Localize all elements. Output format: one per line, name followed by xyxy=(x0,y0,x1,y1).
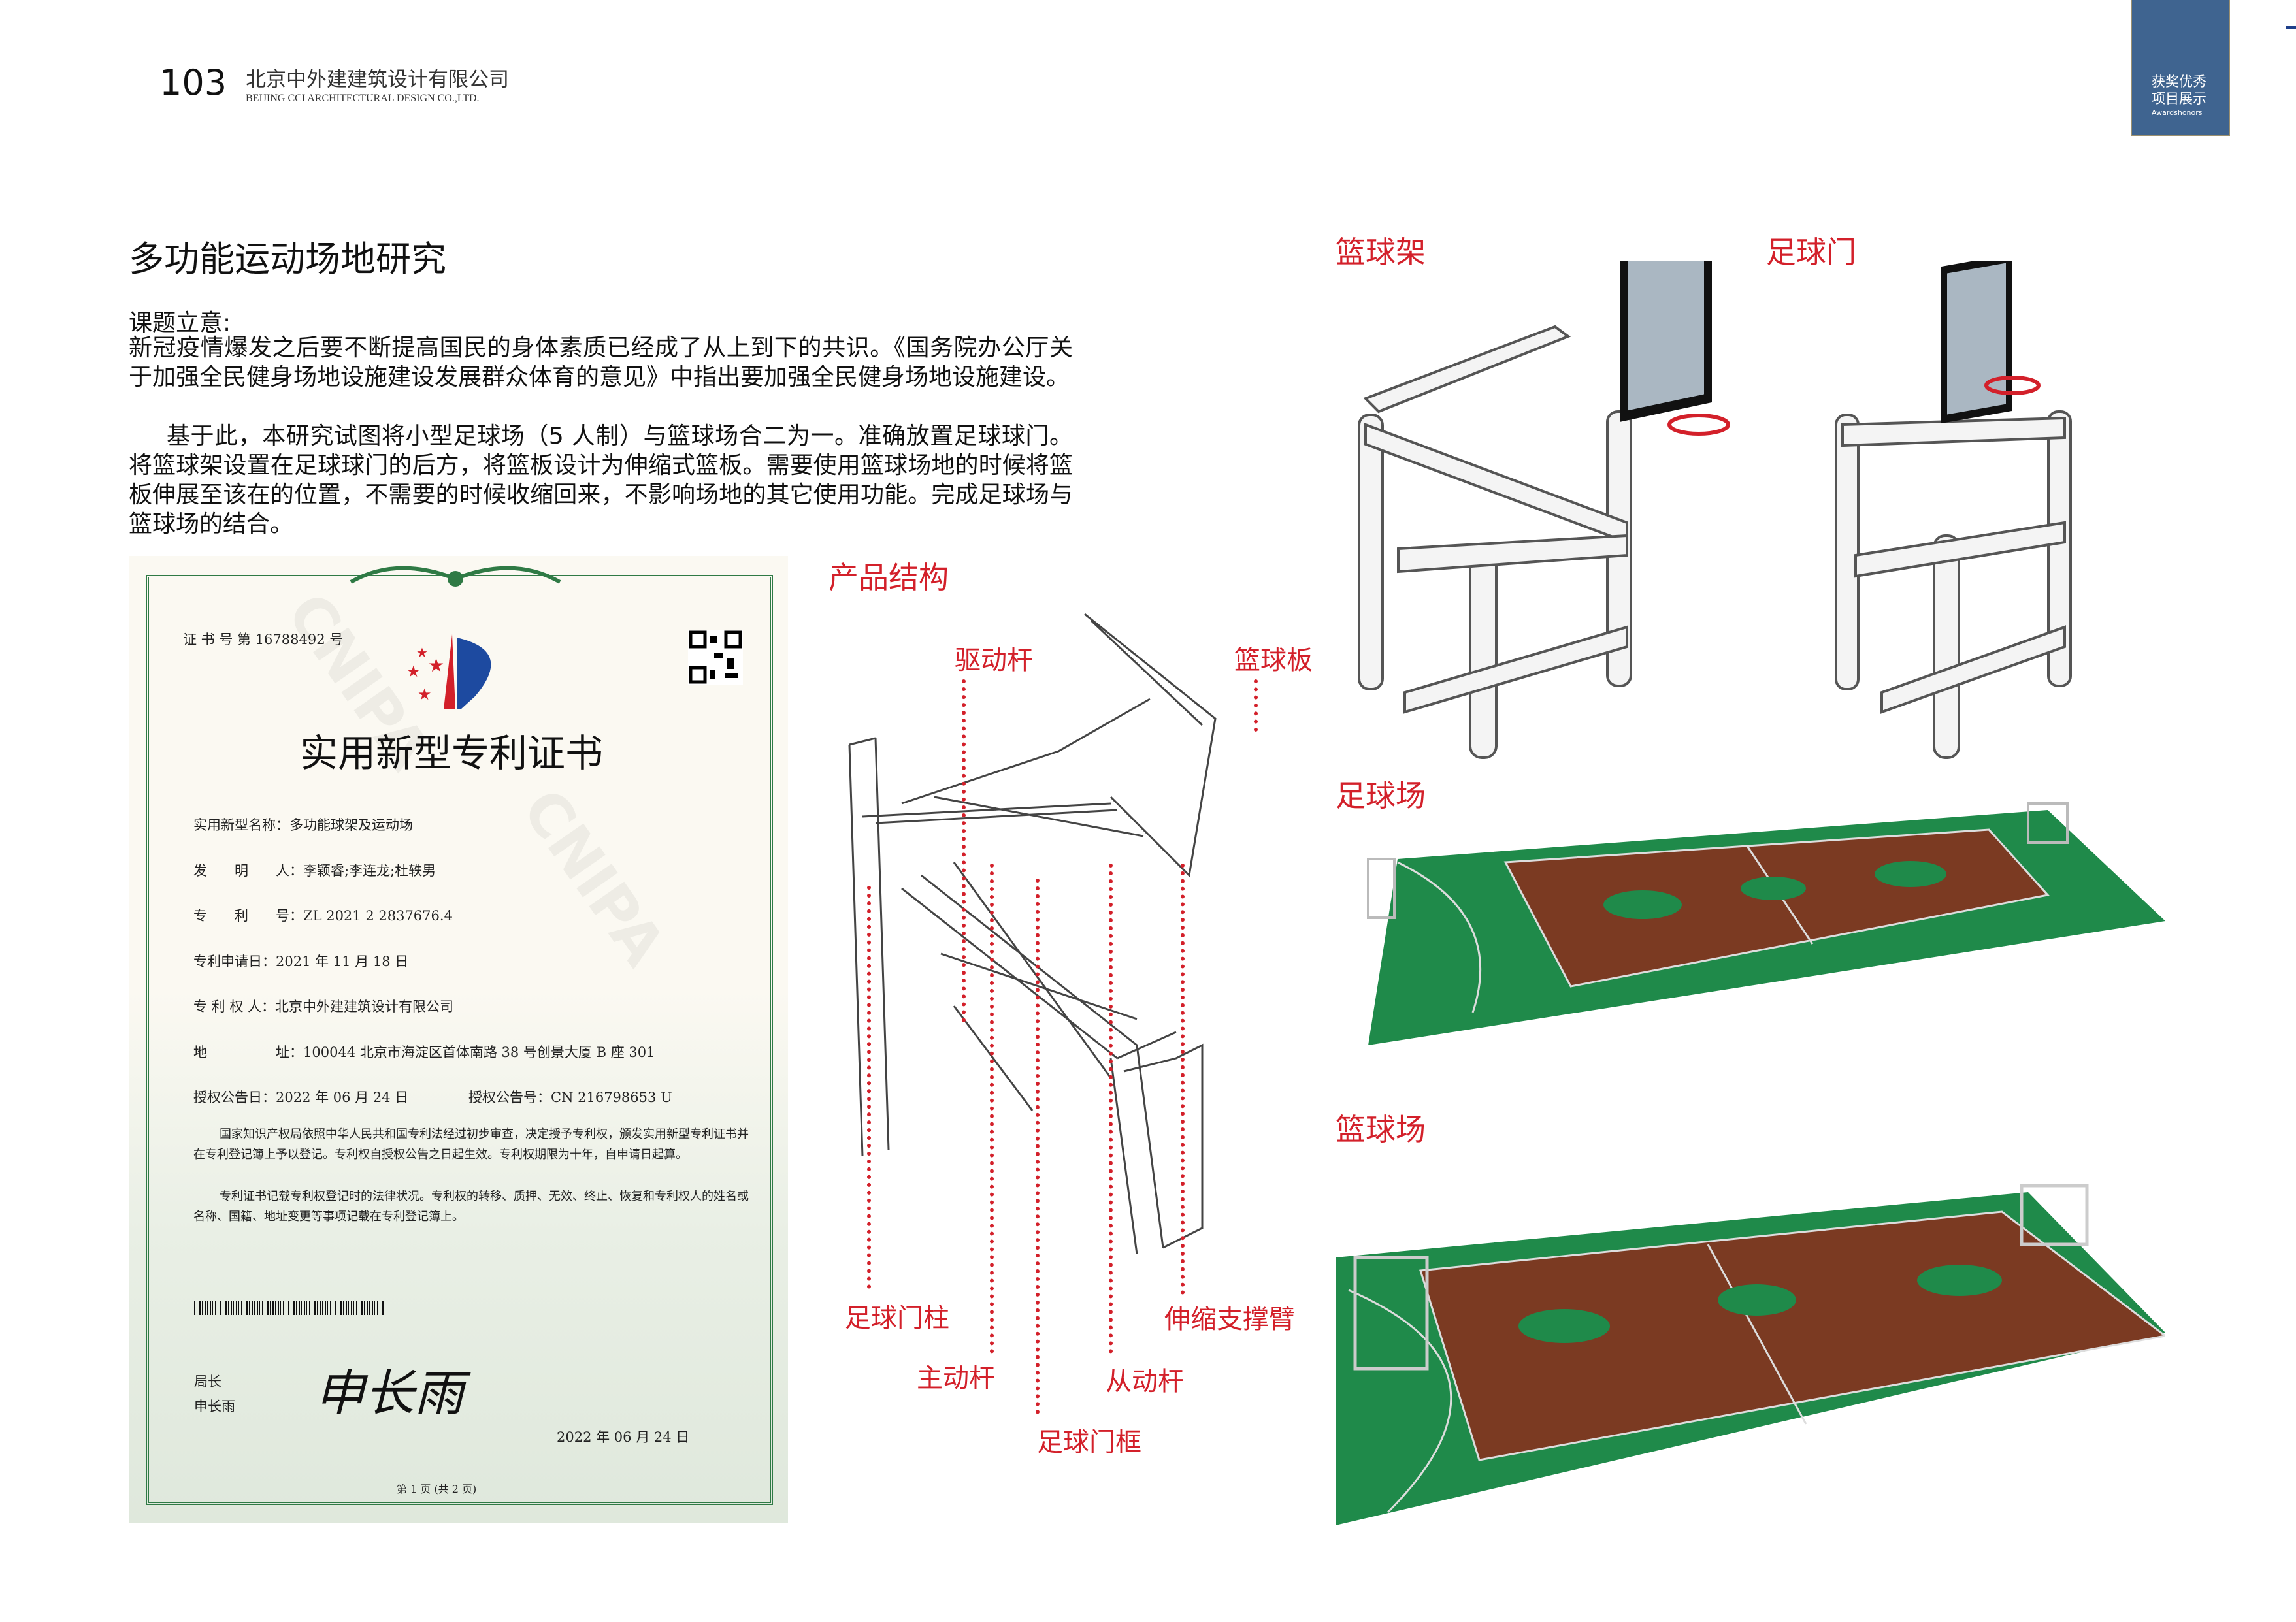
section-soccer-field: 足球场 xyxy=(1336,778,1426,813)
field-pub-no: 授权公告号：CN 216798653 U xyxy=(468,1090,672,1105)
field-address: 地 址：100044 北京市海淀区首体南路 38 号创景大厦 B 座 301 xyxy=(193,1045,655,1060)
company-name-cn: 北京中外建建筑设计有限公司 xyxy=(246,68,509,91)
label-active-rod: 主动杆 xyxy=(917,1363,995,1393)
company-name-en: BEIJING CCI ARCHITECTURAL DESIGN CO.,LTD… xyxy=(246,93,480,104)
field-grant-date: 授权公告日：2022 年 06 月 24 日 xyxy=(193,1090,409,1105)
basketball-court-render xyxy=(1336,1184,2165,1525)
field-inventors: 发 明 人：李颖睿;李连龙;杜轶男 xyxy=(193,863,436,879)
issue-date: 2022 年 06 月 24 日 xyxy=(557,1429,690,1445)
signer-title: 局长 xyxy=(194,1374,221,1389)
ornament-icon xyxy=(350,566,561,587)
section-tab: 获奖优秀 项目展示 Awardshonors xyxy=(2131,0,2230,136)
section-goal: 足球门 xyxy=(1766,235,1856,270)
tab-line2: 项目展示 xyxy=(2152,91,2206,106)
certificate-number: 证 书 号 第 16788492 号 xyxy=(183,632,344,647)
structure-diagram xyxy=(848,613,1217,1254)
soccer-field-render xyxy=(1367,802,2165,1045)
subtitle: 课题立意: xyxy=(129,310,231,336)
paragraph-2: 基于此，本研究试图将小型足球场（5 人制）与篮球场合二为一。准确放置足球球门。将… xyxy=(129,423,1073,538)
signer-name: 申长雨 xyxy=(194,1399,235,1414)
label-driven-rod: 从动杆 xyxy=(1106,1367,1184,1397)
leader-drive-rod xyxy=(962,679,966,1022)
leader-telescopic-arm xyxy=(1181,864,1185,1295)
section-hoop: 篮球架 xyxy=(1336,235,1426,270)
label-drive-rod: 驱动杆 xyxy=(955,645,1033,675)
patent-certificate: CNIPA CNIPA 证 书 号 第 16788492 号 ★★★★ 实用新型… xyxy=(129,556,788,1523)
leader-goal-frame xyxy=(1036,879,1040,1414)
leader-driven-rod xyxy=(1109,864,1113,1354)
field-filing-date: 专利申请日：2021 年 11 月 18 日 xyxy=(193,954,409,969)
certificate-title: 实用新型专利证书 xyxy=(300,731,604,775)
page-marker xyxy=(2286,26,2296,29)
hoop-render xyxy=(1358,261,1730,759)
field-patent-no: 专 利 号：ZL 2021 2 2837676.4 xyxy=(193,908,453,924)
field-name: 实用新型名称：多功能球架及运动场 xyxy=(193,817,413,833)
tab-line3: Awardshonors xyxy=(2152,108,2203,117)
svg-text:★: ★ xyxy=(406,662,421,681)
label-backboard: 篮球板 xyxy=(1234,645,1313,675)
field-patentee: 专 利 权 人：北京中外建建筑设计有限公司 xyxy=(193,999,454,1014)
leader-goal-post xyxy=(867,886,871,1289)
page-indicator: 第 1 页 (共 2 页) xyxy=(397,1483,477,1495)
qr-code-icon xyxy=(688,630,743,685)
page-number: 103 xyxy=(159,62,227,103)
svg-text:★: ★ xyxy=(416,645,428,660)
page-title: 多功能运动场地研究 xyxy=(129,238,446,280)
goal-render xyxy=(1835,261,2072,759)
notice-2: 专利证书记载专利权登记时的法律状况。专利权的转移、质押、无效、终止、恢复和专利权… xyxy=(193,1190,749,1224)
svg-text:★: ★ xyxy=(428,655,444,676)
barcode xyxy=(194,1301,385,1315)
svg-text:★: ★ xyxy=(418,685,432,704)
leader-active-rod xyxy=(990,864,994,1354)
section-basketball-court: 篮球场 xyxy=(1336,1112,1426,1147)
label-telescopic-arm: 伸缩支撑臂 xyxy=(1164,1305,1295,1335)
tab-line1: 获奖优秀 xyxy=(2152,74,2206,89)
label-goal-post: 足球门柱 xyxy=(845,1303,949,1333)
section-structure: 产品结构 xyxy=(828,560,949,595)
paragraph-1: 新冠疫情爆发之后要不断提高国民的身体素质已经成了从上到下的共识。《国务院办公厅关… xyxy=(129,334,1073,391)
cnipa-logo-icon: ★★★★ xyxy=(406,634,491,709)
notice-1: 国家知识产权局依照中华人民共和国专利法经过初步审查，决定授予专利权，颁发实用新型… xyxy=(193,1127,749,1161)
leader-backboard xyxy=(1254,679,1258,732)
signature: 申长雨 xyxy=(315,1364,464,1422)
label-goal-frame: 足球门框 xyxy=(1037,1427,1141,1457)
